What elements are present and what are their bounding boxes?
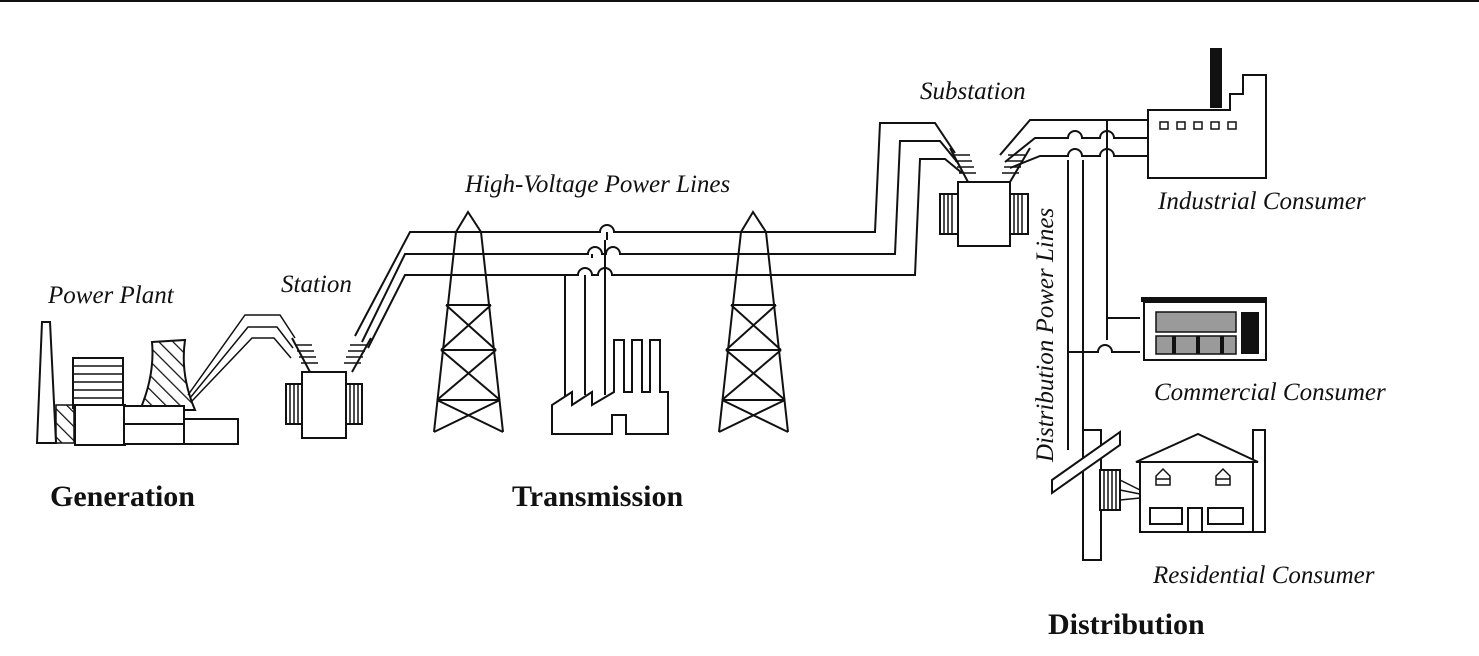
distribution-lines xyxy=(999,119,1148,561)
plant-to-station-lines xyxy=(187,314,296,402)
substation-transformer-icon xyxy=(939,147,1031,247)
commercial-building-icon xyxy=(1141,297,1267,361)
distribution-lines-label: Distribution Power Lines xyxy=(1032,208,1059,463)
power-plant-icon xyxy=(35,321,239,446)
power-plant-label: Power Plant xyxy=(47,282,175,309)
high-voltage-lines-label: High-Voltage Power Lines xyxy=(464,171,730,198)
factory-icon xyxy=(551,339,669,435)
station-label: Station xyxy=(281,271,352,298)
house-icon xyxy=(1135,429,1266,533)
transmission-tower-icon xyxy=(718,210,789,433)
high-voltage-lines xyxy=(354,122,963,405)
distribution-section-title: Distribution xyxy=(1048,608,1205,641)
residential-consumer-label: Residential Consumer xyxy=(1152,562,1375,589)
industrial-building-icon xyxy=(1147,48,1267,179)
substation-label: Substation xyxy=(920,78,1026,105)
generation-section-title: Generation xyxy=(50,480,195,513)
commercial-consumer-label: Commercial Consumer xyxy=(1154,379,1386,406)
transmission-tower-icon xyxy=(433,210,504,433)
industrial-consumer-label: Industrial Consumer xyxy=(1157,188,1366,215)
transmission-section-title: Transmission xyxy=(512,480,683,513)
station-transformer-icon xyxy=(285,337,372,439)
